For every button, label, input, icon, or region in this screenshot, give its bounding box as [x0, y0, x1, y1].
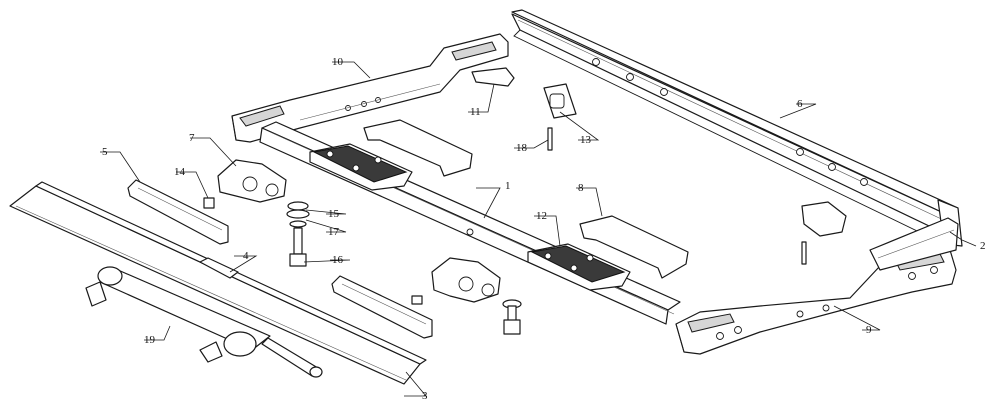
part-9-front-frame — [675, 249, 957, 355]
part-8-plates — [363, 119, 689, 279]
label-part-19: 19 — [144, 334, 156, 346]
part-18-pins — [547, 127, 807, 265]
label-part-16: 16 — [332, 254, 344, 266]
part-4-strip — [199, 257, 239, 279]
label-part-9: 9 — [866, 324, 872, 336]
leader-lines — [100, 61, 977, 397]
part-labels: 1 2 3 4 5 6 7 8 9 10 11 12 13 14 15 16 1… — [102, 56, 986, 402]
part-7-clamps — [217, 159, 501, 303]
label-part-14: 14 — [174, 166, 186, 178]
label-part-15: 15 — [328, 208, 340, 220]
label-part-12: 12 — [536, 210, 547, 222]
label-part-10: 10 — [332, 56, 344, 68]
part-19-cylinder — [85, 266, 323, 378]
label-part-7: 7 — [189, 132, 195, 144]
fasteners — [203, 197, 522, 335]
label-part-3: 3 — [422, 390, 428, 402]
label-part-4: 4 — [243, 250, 249, 262]
part-12-pads — [309, 143, 631, 291]
label-part-18: 18 — [516, 142, 528, 154]
label-part-6: 6 — [797, 98, 803, 110]
label-part-13: 13 — [580, 134, 592, 146]
label-part-11: 11 — [470, 106, 481, 118]
label-part-1: 1 — [505, 180, 511, 192]
label-part-17: 17 — [328, 226, 340, 238]
label-part-5: 5 — [102, 146, 108, 158]
part-10-left-frame — [231, 33, 509, 143]
part-5-brackets — [127, 179, 433, 339]
label-part-2: 2 — [980, 240, 986, 252]
part-11-13-stops — [471, 67, 847, 237]
part-6-rear-rail — [511, 9, 963, 247]
label-part-8: 8 — [578, 182, 584, 194]
